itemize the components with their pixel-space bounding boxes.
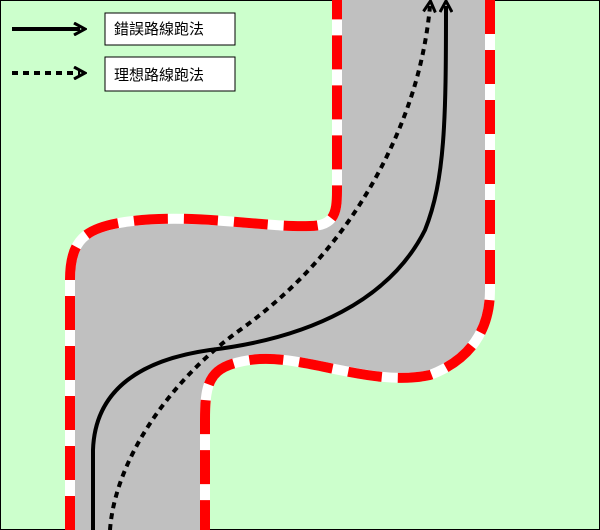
legend-label-wrong: 錯誤路線跑法 — [114, 20, 204, 38]
legend-label-ideal: 理想路線跑法 — [114, 66, 204, 84]
ideal-line-path — [108, 6, 430, 530]
wrong-line-path — [91, 6, 446, 530]
legend-item-wrong: 錯誤路線跑法 — [12, 12, 236, 46]
legend-box-wrong — [104, 12, 236, 46]
kerb-outer — [65, 0, 342, 530]
legend: 錯誤路線跑法 理想路線跑法 — [12, 12, 236, 92]
track-surface — [70, 0, 490, 530]
legend-box-ideal — [104, 56, 236, 92]
legend-item-ideal: 理想路線跑法 — [12, 56, 236, 92]
kerb-inner — [200, 0, 495, 530]
